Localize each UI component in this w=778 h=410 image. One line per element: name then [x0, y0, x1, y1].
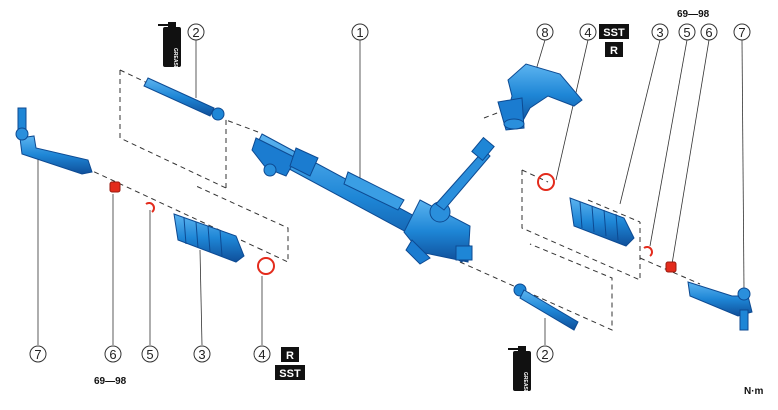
clamp-ring-left: [257, 257, 275, 275]
callout-6-left: 6: [109, 347, 116, 362]
svg-text:R: R: [610, 45, 618, 57]
callout-8: 8: [541, 25, 548, 40]
clip-left: [145, 202, 155, 213]
badge-r-bottom: R: [281, 347, 299, 362]
locknut-right: [665, 261, 677, 273]
boot-right: [569, 197, 635, 247]
steering-gear-housing: [251, 133, 495, 265]
callout-leaders: [37, 39, 745, 346]
callout-7-left: 7: [34, 347, 41, 362]
badge-r-top: R: [605, 42, 623, 57]
boot-left: [173, 213, 245, 263]
svg-text:R: R: [286, 350, 294, 362]
callout-3-right: 3: [656, 25, 663, 40]
tie-rod-left: [143, 77, 225, 121]
callout-numbers: 1 2 8 4 3 5 6 7 7 6 5 3 4 2: [34, 25, 745, 362]
tie-rod-end-left: [15, 107, 93, 175]
clamp-ring-right: [537, 173, 555, 191]
callout-1: 1: [356, 25, 363, 40]
grease-can-icon-bottom: GREASE: [508, 346, 531, 394]
callout-6-right: 6: [705, 25, 712, 40]
dashed-assembly-lines: [85, 69, 701, 331]
tie-rod-end-right: [687, 281, 753, 331]
badge-sst-top: SST: [599, 24, 629, 39]
clip-right: [643, 246, 653, 257]
torque-spec-bottom: 69—98: [94, 376, 127, 387]
callout-7-right: 7: [738, 25, 745, 40]
callout-2-bottom: 2: [541, 347, 548, 362]
steering-bracket: [497, 63, 583, 131]
callout-4-left: 4: [258, 347, 265, 362]
locknut-left: [109, 181, 121, 193]
callout-5-right: 5: [683, 25, 690, 40]
svg-text:SST: SST: [279, 368, 301, 380]
grease-can-icon-top: GREASE: [158, 22, 181, 70]
callout-5-left: 5: [146, 347, 153, 362]
grease-label: GREASE: [522, 372, 528, 394]
torque-units: N·m: [744, 386, 764, 397]
badge-sst-bottom: SST: [275, 365, 305, 380]
callout-4-right: 4: [584, 25, 591, 40]
tie-rod-right: [513, 283, 579, 331]
grease-label: GREASE: [172, 48, 178, 70]
svg-text:SST: SST: [603, 27, 625, 39]
torque-spec-top: 69—98: [677, 9, 710, 20]
callout-group: [29, 23, 751, 363]
callout-2-top: 2: [192, 25, 199, 40]
callout-3-left: 3: [198, 347, 205, 362]
